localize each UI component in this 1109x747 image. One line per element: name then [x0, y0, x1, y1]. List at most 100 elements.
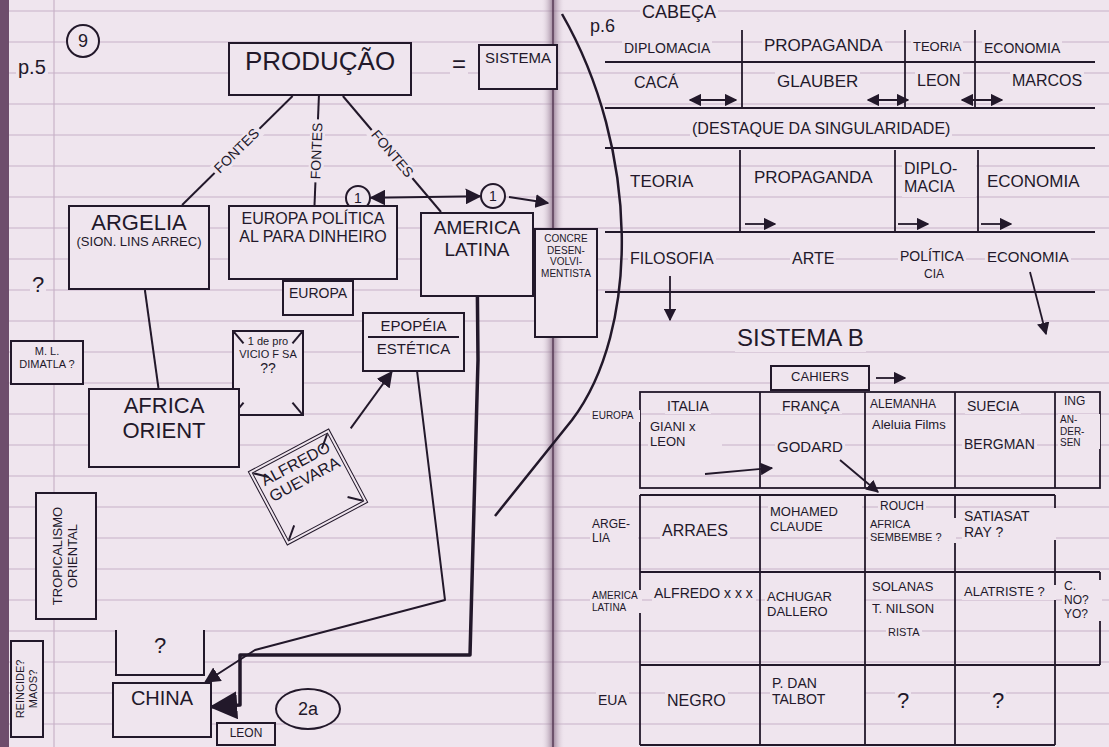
note-text: ECONOMIA — [985, 248, 1071, 265]
box-text: ESTÉTICA — [368, 340, 459, 357]
box-text: ARGELIA — [74, 210, 204, 235]
note-text: MARCOS — [1010, 72, 1084, 90]
box-text: (SION. LINS ARREC) — [74, 235, 204, 250]
note-text: BERGMAN — [962, 436, 1037, 452]
note-text: ? — [990, 688, 1006, 713]
box-text: AMERICA LATINA — [426, 217, 528, 261]
edge-label: FONTES — [366, 125, 418, 183]
cross-stroke — [292, 332, 302, 343]
sketch-box: CONCRE DESEN- VOLVI- MENTISTA — [534, 228, 598, 338]
note-text: TEORIA — [911, 40, 963, 55]
note-text: ING — [1062, 395, 1087, 409]
box-text: REINCIDE? MAOS? — [14, 644, 39, 734]
box-text: 1 de pro VICIO F SA — [238, 335, 298, 360]
gutter-shadow — [541, 0, 565, 747]
note-text: FRANÇA — [780, 398, 842, 414]
box-text: 9 — [78, 31, 88, 52]
note-text: ITALIA — [665, 398, 711, 414]
connector — [182, 96, 293, 205]
note-text: GODARD — [775, 438, 845, 455]
connector — [205, 372, 445, 682]
sketch-box: EPOPÉIA ESTÉTICA — [362, 312, 465, 372]
note-text: SOLANAS — [870, 580, 935, 595]
sketch-box: ALFREDO GUEVARA — [248, 428, 369, 545]
note-text: ALEMANHA — [868, 398, 938, 412]
note-text: ECONOMIA — [985, 172, 1082, 192]
note-text: AMERICA LATINA — [590, 590, 642, 613]
note-text: C. NO? YO? — [1062, 580, 1102, 621]
note-text: ? — [30, 272, 46, 297]
box-text: PRODUÇÃO — [234, 47, 406, 77]
note-text: DIPLOMACIA — [622, 40, 712, 56]
circled-note: 2a — [275, 688, 341, 730]
box-text: ? — [121, 633, 199, 658]
note-text: SISTEMA B — [735, 324, 866, 352]
box-text: EUROPA POLÍTICA AL PARA DINHEIRO — [234, 210, 392, 247]
box-text: TROPICALISMO ORIENTAL — [51, 496, 81, 616]
note-text: ARGE- LIA — [590, 518, 638, 546]
sketch-box: M. L. DIMATLA ? — [10, 340, 84, 385]
sketch-box: 1 de pro VICIO F SA?? — [232, 330, 304, 416]
sketch-box: LEON — [216, 722, 276, 746]
box-text: EPOPÉIA — [368, 317, 459, 338]
box-text: LEON — [222, 727, 270, 741]
note-text: PROPAGANDA — [762, 36, 885, 56]
note-text: NEGRO — [665, 692, 728, 710]
page-edge — [0, 0, 9, 747]
box-text: EUROPA — [288, 285, 348, 301]
sketch-box: TROPICALISMO ORIENTAL — [35, 492, 97, 620]
sketch-box: EUROPA — [282, 280, 354, 316]
note-text: AFRICA SEMBEMBE ? — [868, 518, 956, 543]
table-grid — [605, 30, 1100, 745]
box-text: M. L. DIMATLA ? — [16, 345, 78, 370]
cross-stroke — [348, 491, 363, 506]
note-text: POLÍTICA — [898, 248, 966, 264]
sketch-box: CAHIERS — [770, 365, 870, 391]
cross-stroke — [234, 332, 244, 343]
note-text: ECONOMIA — [982, 40, 1062, 56]
note-text: p.5 — [16, 56, 48, 79]
box-text: ORIENT — [94, 418, 234, 443]
gutter-line — [552, 0, 554, 747]
box-text: 1 — [354, 190, 362, 206]
circled-note: 9 — [66, 24, 100, 58]
note-text: RISTA — [886, 626, 922, 639]
note-text: MOHAMED CLAUDE — [768, 505, 862, 535]
edge-label: FONTES — [308, 119, 326, 182]
sketch-box: REINCIDE? MAOS? — [10, 640, 44, 738]
connector — [371, 196, 480, 198]
sketch-box: CHINA — [112, 682, 212, 738]
arrow — [670, 100, 1046, 492]
box-text: AFRICA — [94, 393, 234, 418]
note-text: ARTE — [790, 250, 836, 268]
note-text: EUROPA — [590, 410, 640, 422]
box-text: ALFREDO GUEVARA — [258, 438, 342, 506]
note-text: SATIASAT RAY ? — [962, 508, 1056, 540]
cross-stroke — [284, 525, 299, 540]
note-text: TEORIA — [628, 172, 695, 192]
note-text: GLAUBER — [775, 72, 860, 92]
sketch-box: ? — [115, 630, 205, 676]
note-text: EUA — [596, 692, 629, 708]
note-text: CACÁ — [632, 74, 680, 92]
note-text: P. DAN TALBOT — [770, 675, 864, 707]
note-text: p.6 — [588, 16, 617, 37]
note-text: = — [450, 50, 468, 78]
note-text: CIA — [922, 268, 946, 282]
note-text: ARRAES — [660, 522, 730, 540]
note-text: AN- DER- SEN — [1058, 414, 1100, 449]
sketch-box: AFRICAORIENT — [88, 388, 240, 468]
circled-note: 1 — [480, 183, 506, 209]
note-text: ALATRISTE ? — [962, 585, 1056, 600]
sketch-box: ARGELIA(SION. LINS ARREC) — [68, 205, 210, 290]
note-text: SUECIA — [965, 398, 1021, 414]
sketch-box: AMERICA LATINA — [420, 212, 534, 297]
box-text: ?? — [238, 360, 298, 376]
sketch-box: SISTEMA — [478, 44, 558, 90]
note-text: FILOSOFIA — [628, 250, 716, 268]
note-text: ALFREDO x x x — [652, 585, 756, 601]
